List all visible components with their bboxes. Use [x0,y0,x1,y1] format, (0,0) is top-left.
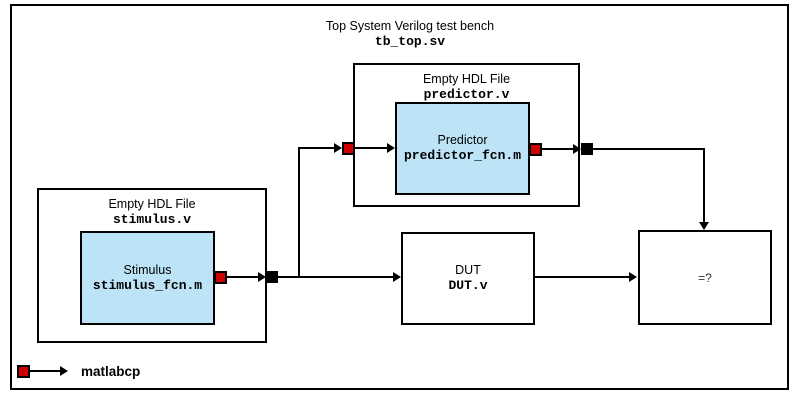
dut-to-comparator-line [535,276,629,278]
predictor-out-black-port [581,143,593,155]
dut-filename: DUT.v [448,278,488,293]
stimulus-out-red-port [214,271,227,284]
stimulus-wrapper-filename: stimulus.v [112,212,191,227]
predictor-to-corner-line [593,148,705,150]
predictor-in-red-port [342,142,355,155]
comparator-top-arrowhead-icon [699,222,709,230]
predictor-out-line [542,148,573,150]
legend-label: matlabcp [81,364,141,379]
diagram-title-text: Top System Verilog test bench [325,19,495,33]
predictor-wrapper-filename: predictor.v [423,87,510,102]
stimulus-out-arrowhead-icon [258,272,266,282]
predictor-entry-line [355,147,387,149]
diagram-title: Top System Verilog test bench tb_top.sv [278,19,542,50]
corner-down-line [703,148,705,222]
dut-in-arrowhead-icon [393,272,401,282]
predictor-out-arrowhead-icon [573,144,581,154]
predictor-wrapper-title: Empty HDL File [422,72,511,86]
predictor-block-arrowhead-icon [387,143,395,153]
dut-name: DUT [455,263,481,277]
predictor-out-red-port [529,143,542,156]
comparator-block: =? [638,230,772,325]
predictor-filename: predictor_fcn.m [403,148,522,163]
predictor-block: Predictor predictor_fcn.m [395,102,530,195]
legend-arrowhead-icon [60,366,68,376]
comparator-label: =? [698,270,712,285]
stimulus-junction-black-port [266,271,278,283]
diagram-title-filename: tb_top.sv [374,34,446,49]
stimulus-filename: stimulus_fcn.m [92,277,203,293]
stimulus-name: Stimulus [123,262,172,277]
predictor-in-arrowhead-icon [334,143,342,153]
dut-block: DUT DUT.v [401,232,535,325]
comparator-left-arrowhead-icon [629,272,637,282]
branch-up-line [298,147,300,278]
stimulus-block: Stimulus stimulus_fcn.m [80,231,215,325]
branch-to-predictor-line [299,147,334,149]
legend-line [30,370,60,372]
stimulus-wrapper-title: Empty HDL File [108,197,196,211]
stimulus-out-line [227,276,259,278]
junction-to-dut-line [278,276,393,278]
legend-red-port-icon [17,365,30,378]
predictor-name: Predictor [437,133,488,147]
